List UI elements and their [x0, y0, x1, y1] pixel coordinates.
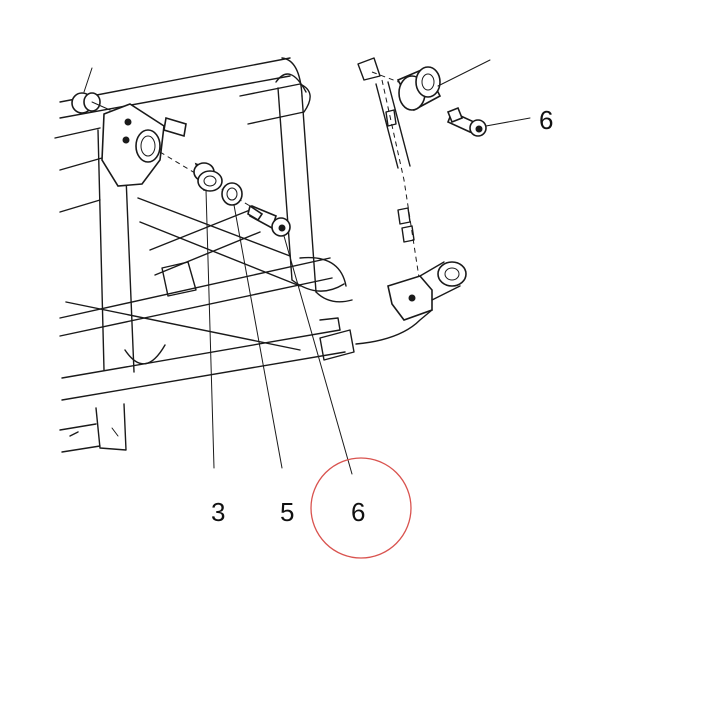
bushing-part [193, 162, 223, 192]
leader-bushing [205, 189, 215, 469]
right-assembly [355, 57, 487, 345]
frame-structure [54, 57, 355, 453]
callout-washer: 5 [280, 497, 294, 527]
leader-washer [233, 204, 283, 469]
highlight-circle [310, 457, 412, 559]
callout-bushing: 3 [211, 497, 225, 527]
callout-bolt-right: 6 [539, 105, 553, 135]
leader-bolt [283, 235, 353, 475]
leader-bolt-right [485, 117, 531, 127]
leader-bushing-right [437, 59, 491, 87]
callout-bolt: 6 [351, 497, 365, 527]
bolt-part [247, 204, 291, 237]
leader-lines [205, 59, 531, 475]
mount-bracket [71, 67, 187, 187]
washer-part [221, 182, 243, 206]
